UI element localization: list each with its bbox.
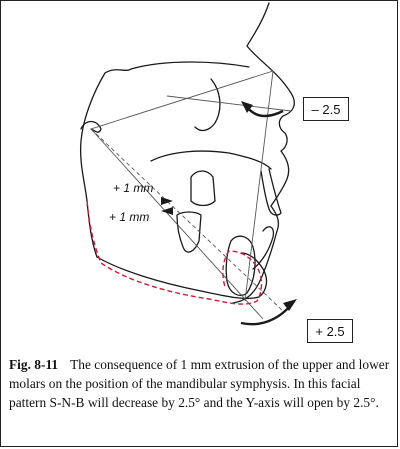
lower-molar — [176, 211, 202, 253]
lower-extrusion-arrow — [161, 207, 173, 215]
symphysis-outline — [225, 235, 256, 296]
lower-arrowhead — [283, 299, 297, 311]
cranial-outline — [79, 61, 250, 258]
soft-tissue-profile — [232, 2, 295, 304]
y-axis-line-rotated — [90, 128, 284, 312]
figure-label: Fig. 8-11 — [9, 357, 59, 372]
mandible-outline — [96, 252, 268, 300]
sella-outline — [80, 120, 102, 133]
upper-rotation-arrow — [246, 106, 284, 118]
y-axis-line — [90, 128, 264, 320]
figure-caption-text: The consequence of 1 mm extrusion of the… — [9, 357, 390, 410]
lower-molar-extrusion-label: + 1 mm — [109, 210, 150, 224]
n-b-line — [244, 70, 274, 302]
n-point-line — [166, 95, 292, 112]
lower-rotation-arrow — [240, 304, 292, 326]
s-n-line — [90, 70, 274, 130]
orbit-outline — [194, 78, 221, 132]
upper-extrusion-arrow — [161, 197, 173, 205]
upper-arrowhead — [241, 101, 253, 113]
lower-incisor — [252, 226, 275, 270]
upper-incisor — [260, 168, 282, 216]
displaced-mandible-outline — [86, 200, 263, 305]
y-axis-change-badge: + 2.5 — [307, 319, 353, 343]
snb-change-badge: – 2.5 — [303, 97, 349, 121]
upper-molar-extrusion-label: + 1 mm — [113, 181, 154, 195]
maxilla-outline — [150, 150, 272, 170]
upper-molar — [190, 170, 216, 207]
cephalometric-tracing — [79, 2, 297, 326]
